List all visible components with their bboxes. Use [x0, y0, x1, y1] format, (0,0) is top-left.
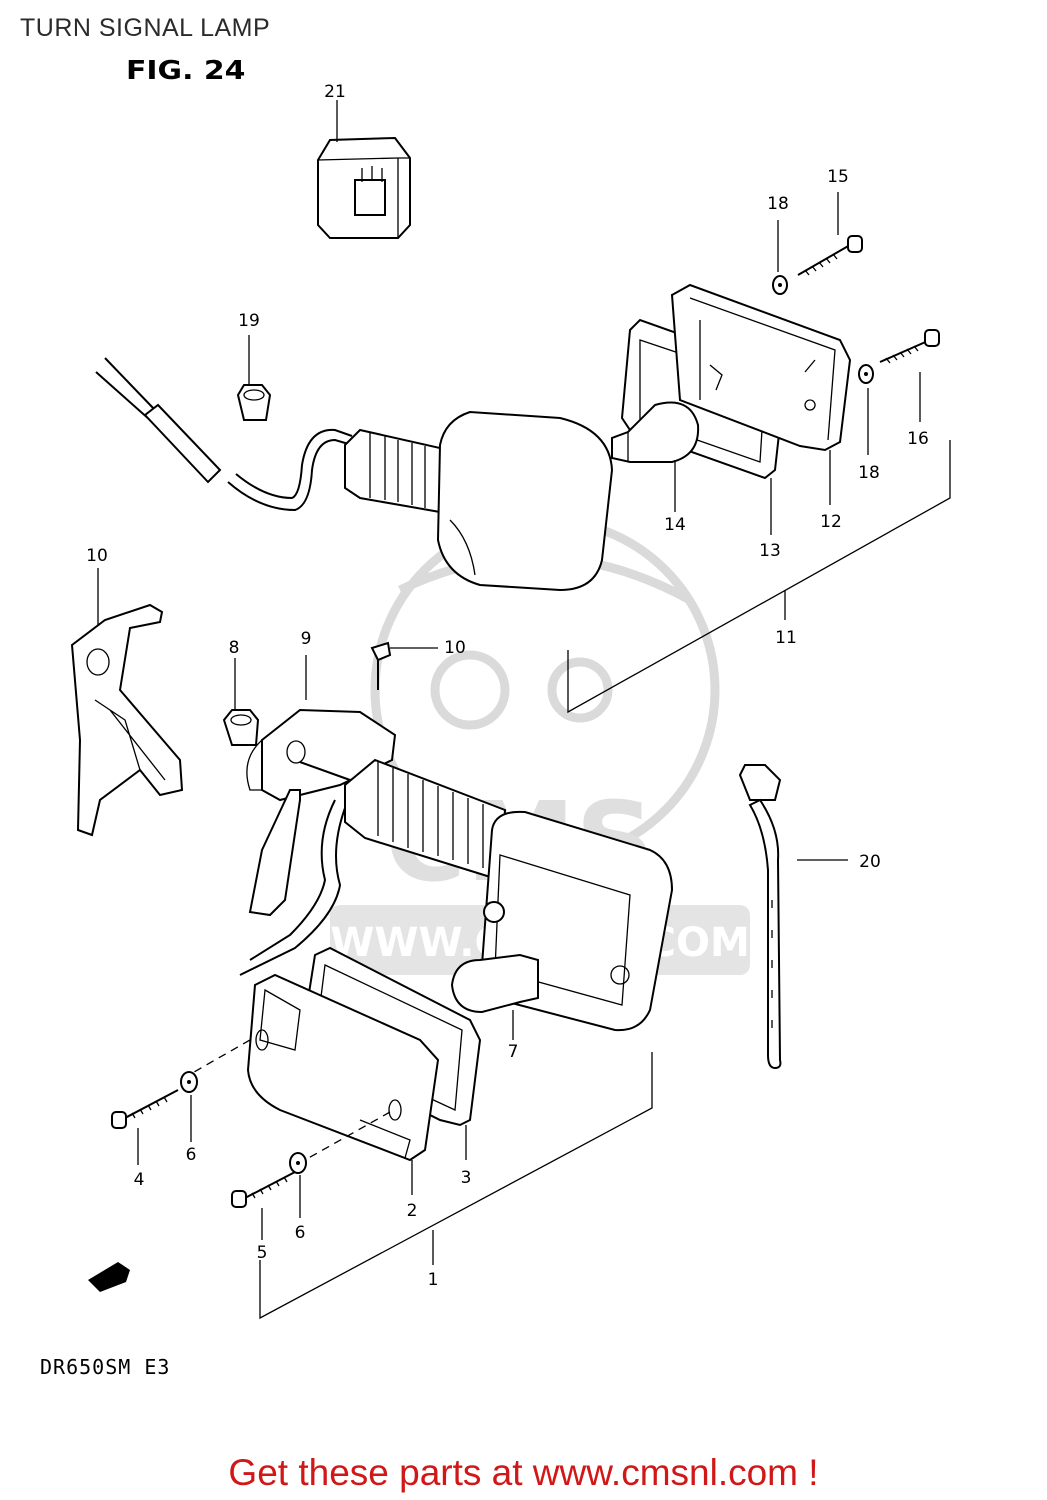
washer-part-18-top [772, 220, 788, 295]
callout-19: 19 [238, 311, 260, 331]
screw-part-11 [370, 641, 438, 690]
callout-18-right: 18 [858, 463, 880, 483]
page-title: TURN SIGNAL LAMP [20, 14, 271, 42]
callout-12: 11 [775, 628, 797, 648]
callout-20: 20 [859, 852, 881, 872]
callout-13: 12 [820, 512, 842, 532]
callout-3: 3 [461, 1168, 472, 1188]
bracket-part-10 [246, 655, 397, 917]
callout-6-right: 6 [295, 1223, 306, 1243]
arrow-left-icon [88, 1262, 130, 1292]
nut-part-19 [236, 335, 272, 421]
relay-part-21 [317, 100, 411, 239]
callout-11: 10 [444, 638, 466, 658]
callout-18-top: 18 [767, 194, 789, 214]
washer-part-6-right [289, 1152, 307, 1218]
figure-label: FIG. 24 [126, 56, 246, 86]
callout-14: 13 [759, 541, 781, 561]
washer-part-6-left [180, 1071, 198, 1142]
screw-part-16 [797, 192, 863, 276]
callout-labels: 21 15 18 19 16 18 12 14 13 10 11 9 8 10 … [86, 82, 929, 1290]
bracket-12 [567, 440, 951, 714]
model-code: DR650SM E3 [40, 1355, 171, 1379]
callout-9: 10 [86, 546, 108, 566]
callout-10: 9 [301, 629, 312, 649]
screw-part-5 [231, 1111, 391, 1240]
bracket-1 [259, 1052, 653, 1320]
screw-part-4 [111, 1039, 251, 1165]
lens-part-2 [246, 973, 440, 1195]
callout-17: 16 [907, 429, 929, 449]
cable-tie-part-20 [738, 764, 848, 1070]
front-lamp-assembly [239, 758, 674, 1040]
callout-6-left: 6 [186, 1145, 197, 1165]
callout-16: 15 [827, 167, 849, 187]
callout-8: 8 [229, 638, 240, 658]
screw-part-17 [879, 329, 940, 422]
callout-2: 2 [407, 1201, 418, 1221]
callout-21: 21 [324, 82, 346, 102]
callout-7: 7 [508, 1042, 519, 1062]
callout-1: 1 [428, 1270, 439, 1290]
washer-part-18-right [858, 364, 874, 455]
promo-link[interactable]: Get these parts at www.cmsnl.com ! [228, 1452, 819, 1493]
callout-4: 4 [134, 1170, 145, 1190]
callout-15: 14 [664, 515, 686, 535]
callout-5: 5 [257, 1243, 268, 1263]
rear-lamp-assembly [95, 283, 852, 592]
nut-part-8 [222, 658, 260, 746]
bracket-part-9 [70, 568, 184, 837]
